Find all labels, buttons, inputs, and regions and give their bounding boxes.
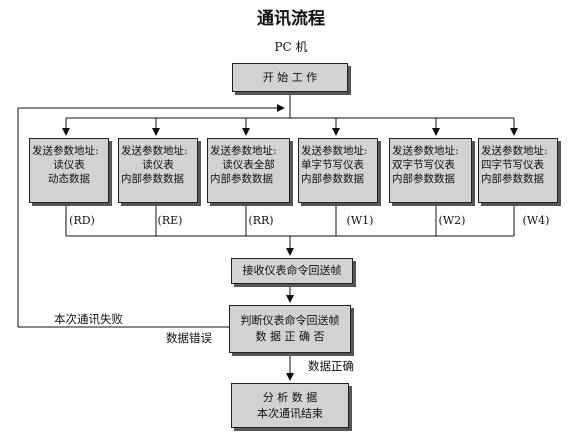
command-line2: 读仪表: [53, 159, 85, 171]
command-line2: 双字节写仪表: [392, 159, 455, 171]
analyze-box-line2: 本次通讯结束: [257, 407, 323, 420]
command-box-rd: 发送参数地址: 读仪表 动态数据: [29, 138, 109, 203]
judge-box: 判断仪表命令回送帧 数 据 正 确 否: [229, 305, 351, 353]
error-label: 数据错误: [166, 331, 212, 345]
start-box-label: 开 始 工 作: [262, 71, 318, 84]
command-code-w2: (W2): [438, 214, 466, 227]
command-line3: 动态数据: [48, 173, 90, 185]
command-line3: 内部参数数据: [210, 173, 273, 185]
command-line1: 发送参数地址:: [301, 145, 368, 157]
command-line3: 内部参数数据: [481, 173, 544, 185]
receive-box: 接收仪表命令回送帧: [231, 258, 353, 284]
command-line1: 发送参数地址:: [210, 145, 277, 157]
command-line1: 发送参数地址:: [392, 145, 459, 157]
command-line3: 内部参数数据: [301, 173, 364, 185]
command-code-rr: (RR): [248, 214, 274, 227]
command-line3: 内部参数数据: [392, 173, 455, 185]
command-line1: 发送参数地址:: [481, 145, 548, 157]
command-box-w2: 发送参数地址: 双字节写仪表 内部参数数据: [389, 138, 472, 203]
command-line2: 单字节写仪表: [301, 159, 364, 171]
pc-label: PC 机: [274, 40, 308, 54]
command-box-w1: 发送参数地址: 单字节写仪表 内部参数数据: [298, 138, 378, 203]
command-box-w4: 发送参数地址: 四字节写仪表 内部参数数据: [478, 138, 558, 203]
command-line3: 内部参数数据: [121, 173, 184, 185]
command-line2: 读仪表: [142, 159, 174, 171]
command-box-re: 发送参数地址: 读仪表 内部参数数据: [118, 138, 198, 203]
start-box: 开 始 工 作: [232, 63, 348, 92]
command-code-w1: (W1): [346, 214, 374, 227]
judge-box-line1: 判断仪表命令回送帧: [240, 314, 340, 327]
command-box-rr: 发送参数地址: 读仪表全部 内部参数数据: [207, 138, 290, 203]
command-code-re: (RE): [157, 214, 183, 227]
receive-box-label: 接收仪表命令回送帧: [242, 264, 342, 277]
fail-label: 本次通讯失败: [54, 312, 123, 326]
command-code-w4: (W4): [522, 214, 550, 227]
judge-box-line2: 数 据 正 确 否: [255, 330, 325, 343]
correct-label: 数据正确: [308, 359, 354, 373]
command-line2: 四字节写仪表: [481, 159, 544, 171]
command-line1: 发送参数地址:: [32, 145, 99, 157]
command-code-rd: (RD): [69, 214, 95, 227]
analyze-box-line1: 分 析 数 据: [262, 391, 318, 404]
command-line1: 发送参数地址:: [121, 145, 188, 157]
command-line2: 读仪表全部: [222, 159, 275, 171]
analyze-box: 分 析 数 据 本次通讯结束: [231, 383, 349, 428]
diagram-title: 通讯流程: [257, 9, 325, 29]
